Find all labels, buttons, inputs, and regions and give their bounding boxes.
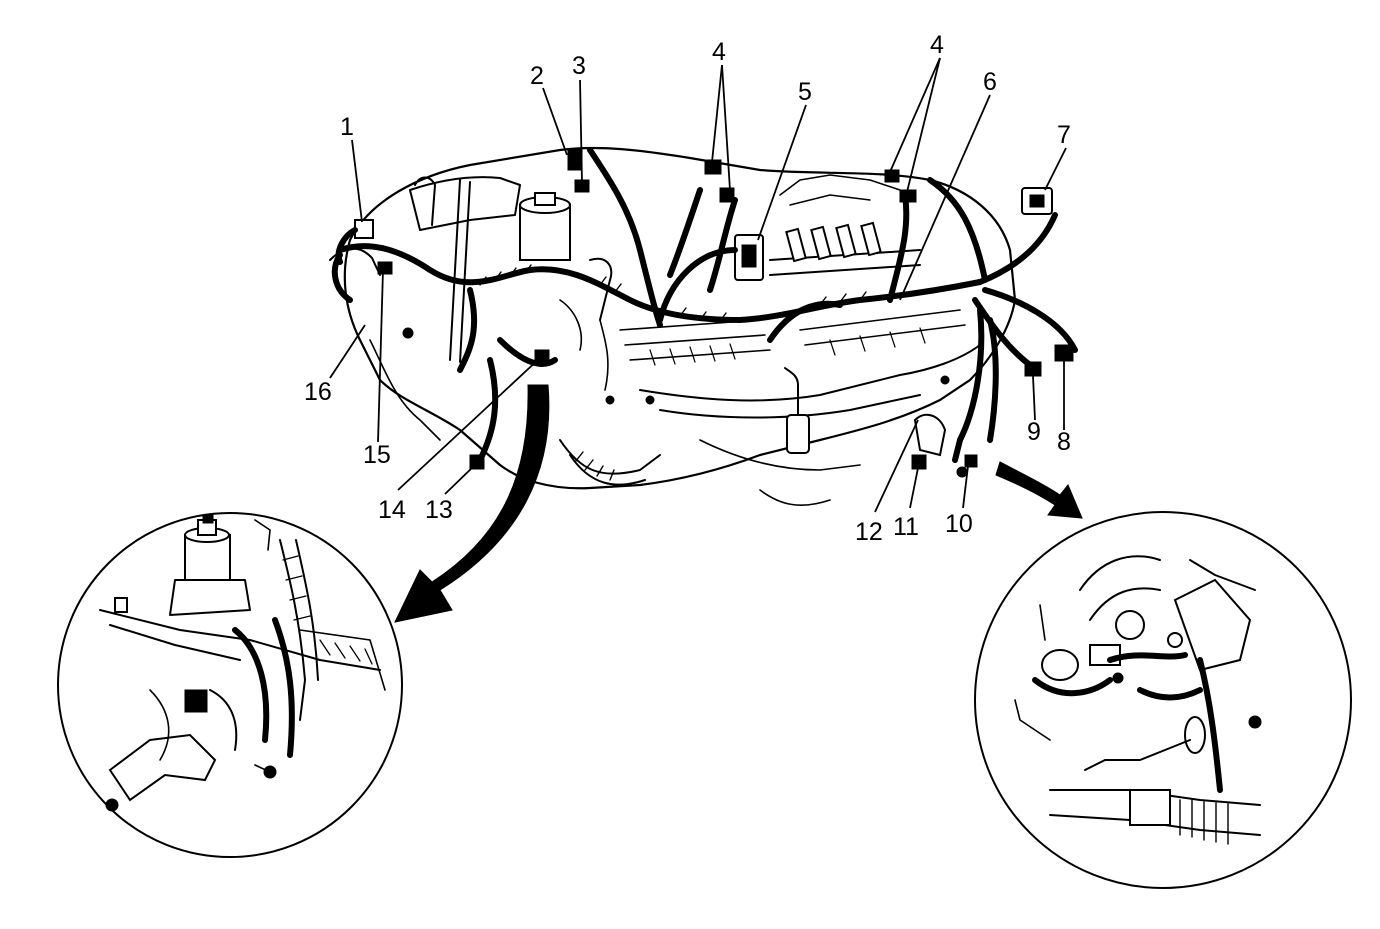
detail-arrow-left <box>394 384 550 623</box>
callout-3: 3 <box>572 52 586 80</box>
leader-lines <box>329 57 1067 513</box>
callout-13: 13 <box>425 496 453 524</box>
callout-11: 11 <box>893 513 919 541</box>
callout-4: 4 <box>930 31 944 59</box>
callout-14: 14 <box>378 496 406 524</box>
callout-10: 10 <box>945 510 973 538</box>
callout-4: 4 <box>712 38 726 66</box>
callout-numbers: 1 2 3 4 5 4 6 7 8 9 10 11 12 13 14 15 16 <box>304 31 1071 546</box>
callout-6: 6 <box>983 68 997 96</box>
oxygen-sensor <box>784 367 810 454</box>
connector <box>884 169 900 183</box>
callout-16: 16 <box>304 378 332 406</box>
bracket <box>913 413 947 457</box>
callout-5: 5 <box>798 78 812 106</box>
fuel-injectors <box>769 174 921 276</box>
wiring-harness <box>331 147 1078 463</box>
engine-assembly-illustration <box>329 146 1074 506</box>
detail-view-right <box>974 511 1352 889</box>
callout-7: 7 <box>1057 121 1071 149</box>
ground-bolt <box>964 454 978 468</box>
connector <box>567 149 583 171</box>
callout-2: 2 <box>530 62 544 90</box>
connector <box>377 261 393 275</box>
egr-valve-body <box>519 204 571 261</box>
callout-8: 8 <box>1057 428 1071 456</box>
callout-9: 9 <box>1027 418 1041 446</box>
detail-view-left <box>57 512 403 858</box>
callout-15: 15 <box>363 441 391 469</box>
callout-12: 12 <box>855 518 883 546</box>
connector <box>719 187 735 203</box>
detail-arrow-right <box>995 461 1083 519</box>
connector <box>704 159 722 175</box>
callout-1: 1 <box>340 113 354 141</box>
connector <box>911 454 927 470</box>
